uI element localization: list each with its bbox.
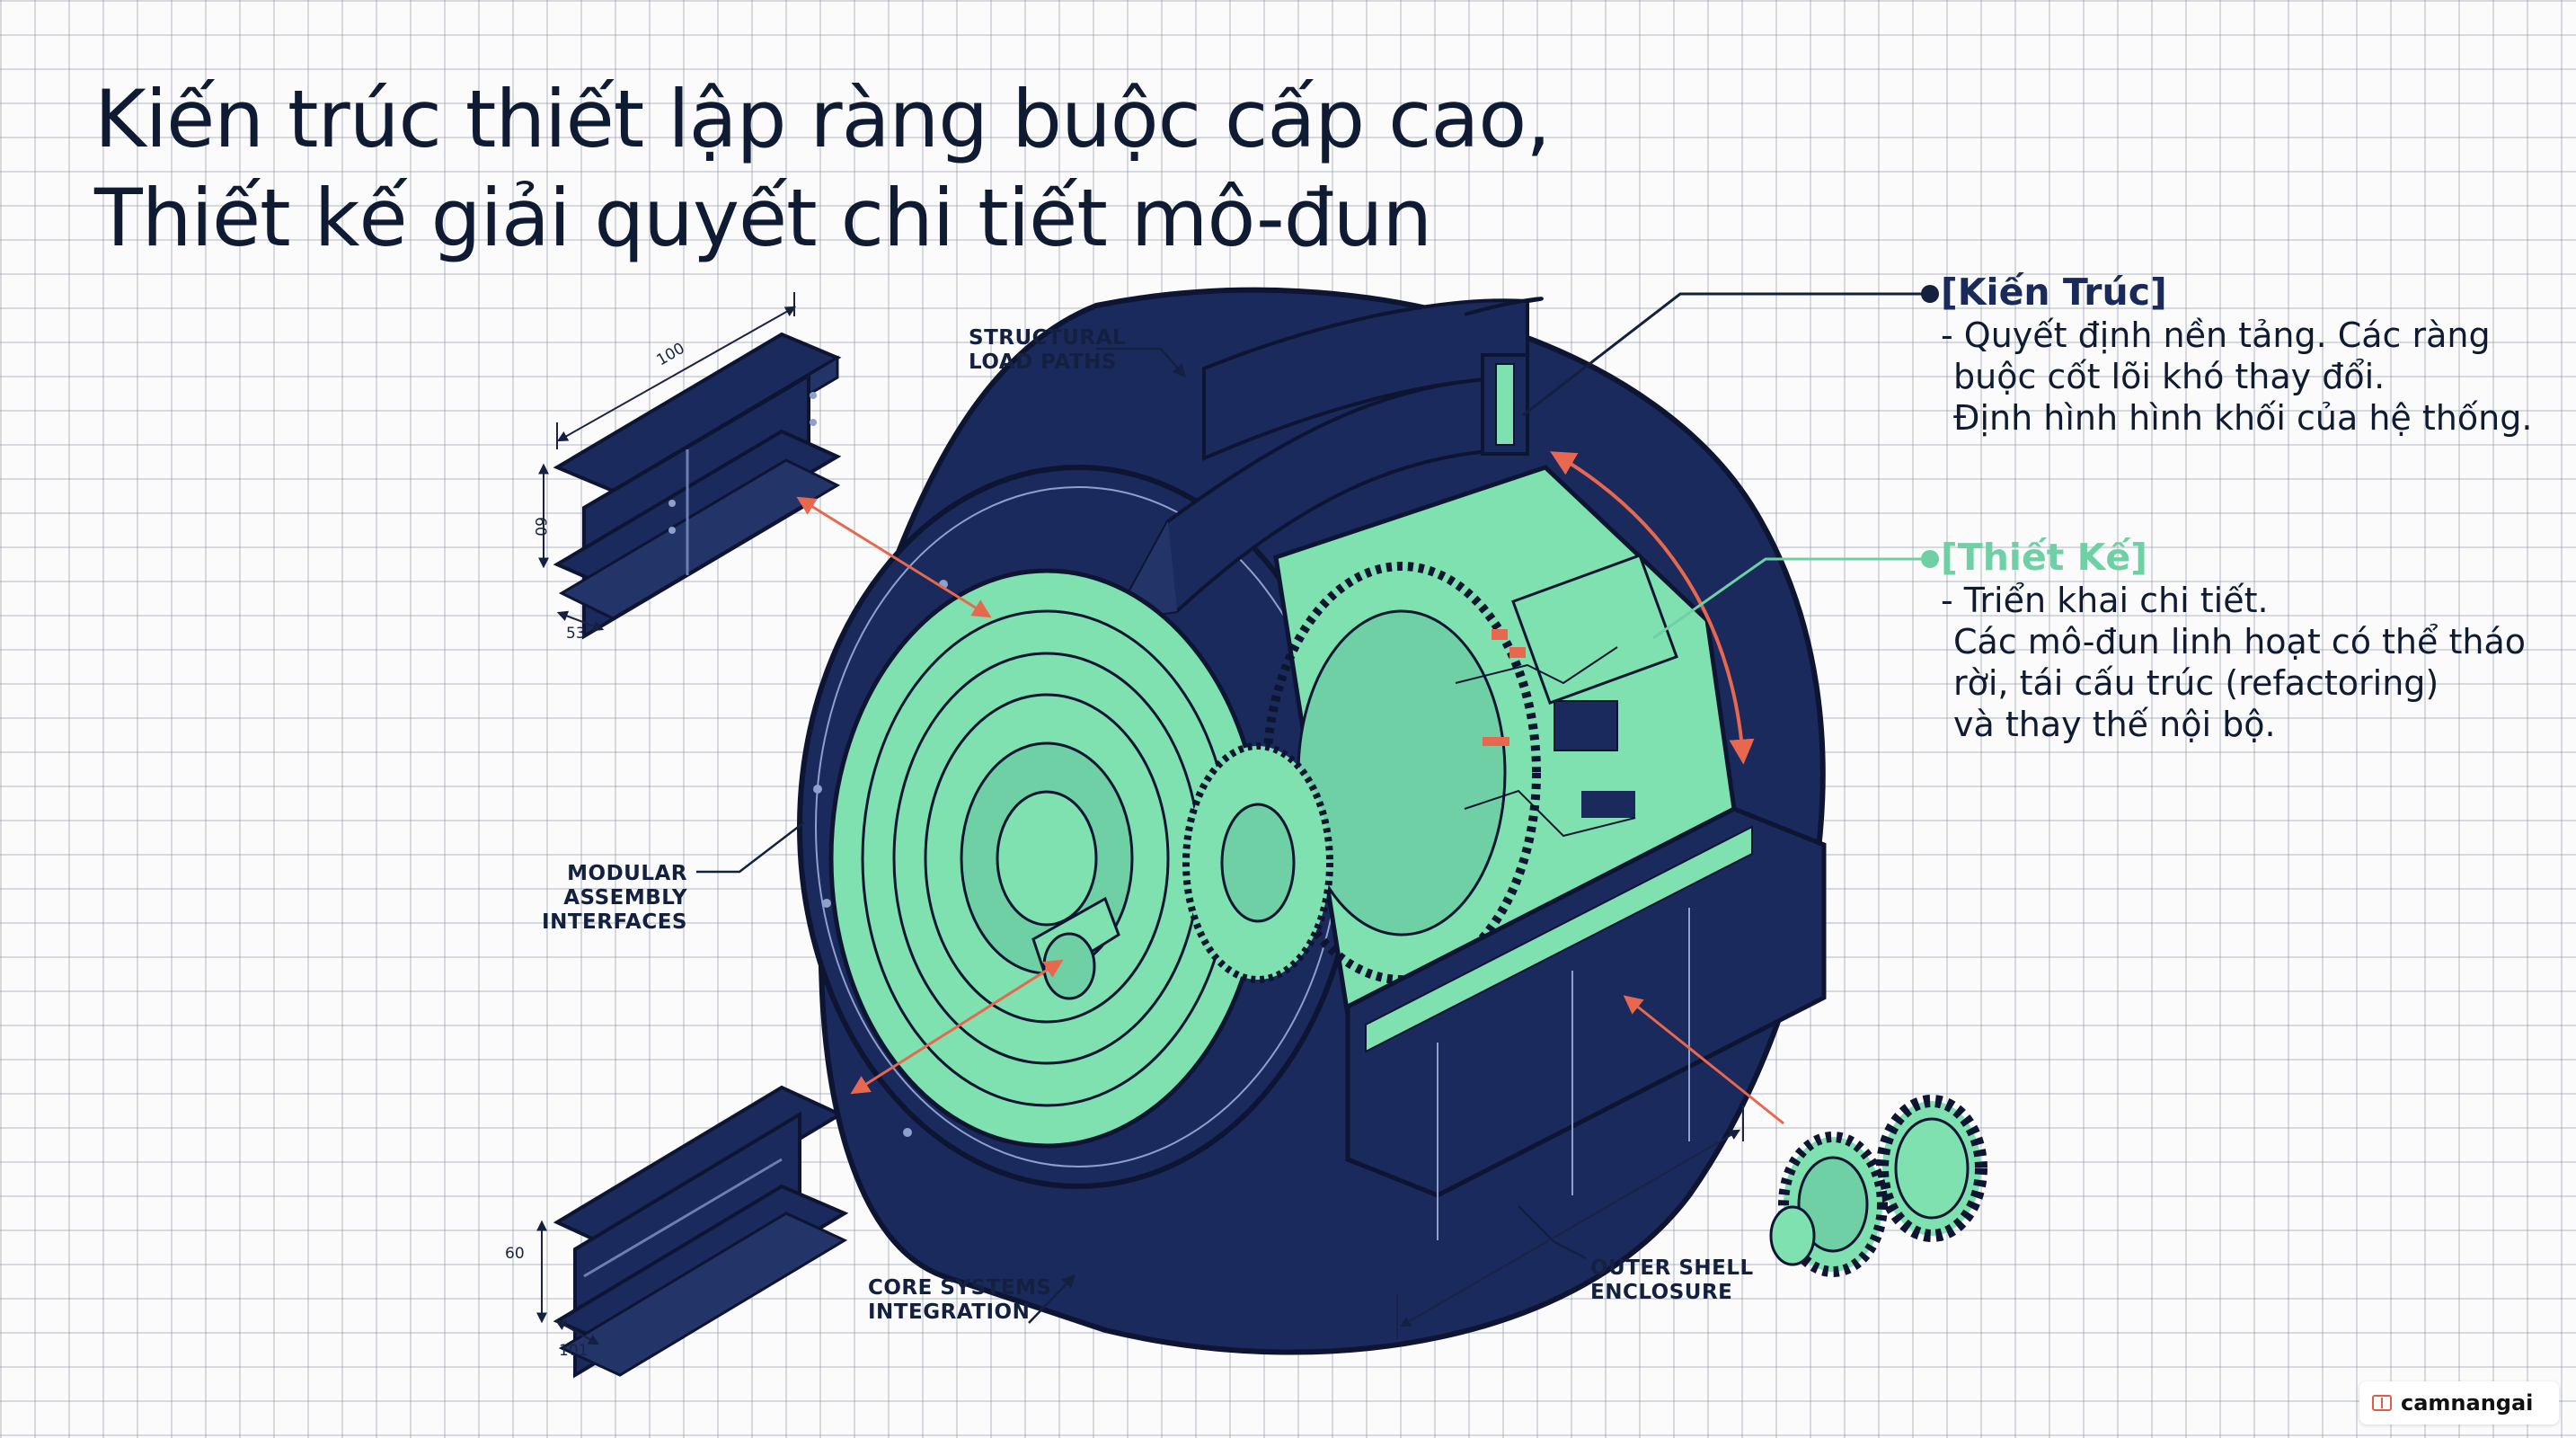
- architecture-line-1: - Quyết định nền tảng. Các ràng: [1941, 315, 2491, 355]
- design-line-2: Các mô-đun linh hoạt có thể tháo: [1953, 622, 2526, 661]
- label-modular-1: MODULAR: [567, 862, 687, 885]
- design-line-1: - Triển khai chi tiết.: [1941, 581, 2269, 620]
- callout-labels: STRUCTURAL LOAD PATHS MODULAR ASSEMBLY I…: [542, 326, 1754, 1324]
- label-modular-2: ASSEMBLY: [563, 886, 687, 910]
- dim-bottom-beam-height: 60: [505, 1245, 525, 1263]
- watermark-badge: camnangai: [2359, 1381, 2559, 1425]
- label-core-1: CORE SYSTEMS: [868, 1276, 1052, 1300]
- label-outer-2: ENCLOSURE: [1590, 1281, 1732, 1304]
- dim-bottom-beam-width: 101: [559, 1342, 588, 1360]
- architecture-panel: [Kiến Trúc] - Quyết định nền tảng. Các r…: [1941, 270, 2532, 439]
- title-line-1: Kiến trúc thiết lập ràng buộc cấp cao,: [94, 73, 1551, 165]
- callout-leaders: [696, 285, 1939, 1324]
- architecture-line-2: buộc cốt lõi khó thay đổi.: [1953, 357, 2386, 396]
- design-line-4: và thay thế nội bộ.: [1953, 705, 2276, 744]
- book-icon: [2372, 1395, 2392, 1411]
- red-arrows: [796, 451, 1784, 1125]
- architecture-heading: [Kiến Trúc]: [1941, 271, 2167, 314]
- top-i-beam: [553, 332, 842, 640]
- design-line-3: rời, tái cấu trúc (refactoring): [1953, 663, 2439, 703]
- label-structural-2: LOAD PATHS: [969, 351, 1117, 374]
- bottom-beam-dimensions: 60 101: [505, 1220, 600, 1360]
- bottom-i-beam: [553, 1085, 849, 1379]
- bottom-shell-segments: [1345, 806, 1827, 1240]
- design-heading: [Thiết Kế]: [1941, 536, 2147, 579]
- top-shell-segments: [1111, 297, 1544, 623]
- label-modular-3: INTERFACES: [542, 910, 687, 934]
- dim-top-beam-length: 100: [654, 340, 688, 370]
- dim-top-beam-height: 60: [531, 517, 549, 537]
- badge-text: camnangai: [2401, 1390, 2534, 1416]
- page-title: Kiến trúc thiết lập ràng buộc cấp cao, T…: [94, 70, 1551, 268]
- dim-top-beam-width: 53: [566, 625, 586, 643]
- title-line-2: Thiết kế giải quyết chi tiết mô-đun: [94, 172, 1432, 264]
- loose-gear: [1769, 1095, 1987, 1277]
- label-outer-1: OUTER SHELL: [1590, 1256, 1754, 1280]
- outer-shell-dimension: [1396, 1105, 1744, 1339]
- label-core-2: INTEGRATION: [868, 1300, 1030, 1324]
- label-structural-1: STRUCTURAL: [969, 326, 1126, 350]
- architecture-line-3: Định hình hình khối của hệ thống.: [1953, 398, 2533, 438]
- design-panel: [Thiết Kế] - Triển khai chi tiết. Các mô…: [1941, 535, 2526, 745]
